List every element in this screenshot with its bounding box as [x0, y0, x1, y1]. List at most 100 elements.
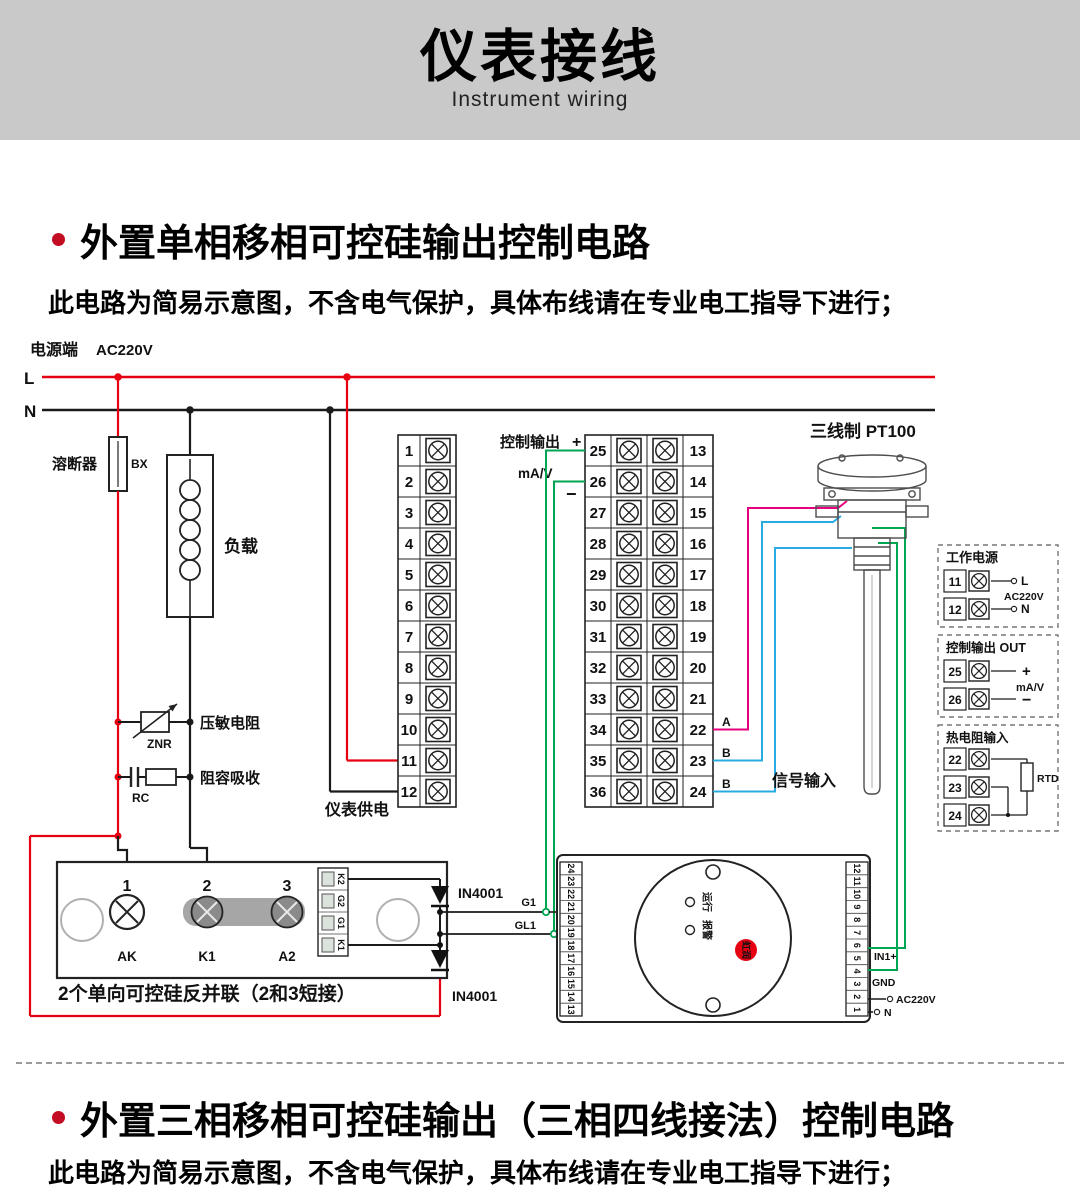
panel-n-label: N [1021, 602, 1030, 616]
terminal-number: 23 [690, 753, 707, 770]
brand-logo [735, 939, 757, 961]
screw-terminal-icon [617, 532, 641, 556]
wire-b1-label: B [722, 746, 731, 760]
terminal-number: 25 [948, 665, 962, 679]
panel-minus-label: − [1022, 692, 1031, 709]
scr-a2-label: A2 [278, 949, 295, 964]
screw-terminal-icon [969, 805, 989, 825]
gate-label: G2 [336, 895, 346, 907]
load-label: 负载 [224, 536, 258, 556]
rc-code: RC [132, 791, 150, 805]
terminal-number: 17 [690, 567, 707, 584]
terminal-reference-panel: 工作电源 11 12 L AC220V N 控制输出 OUT 25 26 + m… [937, 544, 1059, 832]
screw-terminal-icon [426, 470, 450, 494]
screw-terminal-icon [653, 563, 677, 587]
module-dial [634, 859, 792, 1017]
screw-terminal-icon [426, 439, 450, 463]
screw-terminal-icon [653, 470, 677, 494]
module-pin-number: 19 [566, 928, 576, 938]
power-voltage-label: AC220V [96, 342, 153, 359]
terminal-number: 11 [401, 753, 417, 770]
trigger-wires: G1 GL1 [515, 449, 585, 939]
module-body [556, 854, 871, 1023]
terminal-number: 30 [590, 598, 607, 615]
screw-terminal-icon [617, 563, 641, 587]
gate-terminal [321, 893, 335, 909]
gnd-label: GND [872, 977, 896, 989]
screw-terminal-icon [617, 470, 641, 494]
terminal-number: 19 [690, 629, 707, 646]
screw-terminal-icon [969, 777, 989, 797]
mount-hole [60, 898, 104, 942]
diode-chain: IN4001 IN4001 [348, 878, 551, 1004]
diode2-label: IN4001 [452, 988, 497, 1004]
terminal-number: 1 [405, 443, 413, 460]
page-title: 仪表接线 [420, 24, 660, 89]
terminal-number: 23 [948, 781, 962, 795]
screw-terminal-icon [969, 749, 989, 769]
module-n-label: N [884, 1007, 892, 1019]
fuse-branch: 溶断器 BX [52, 377, 148, 840]
module-pin-number: 21 [566, 902, 576, 912]
panel-ac-label: AC220V [1004, 591, 1044, 603]
screw-terminal-icon [969, 689, 989, 709]
rtd-label: RTD [1037, 773, 1059, 785]
control-out-box [937, 634, 1059, 718]
terminal-number: 9 [405, 691, 413, 708]
pt100-sensor: 三线制 PT100 [810, 421, 929, 795]
panel-l-label: L [1021, 574, 1028, 588]
terminal-number: 6 [405, 598, 413, 615]
mount-hole [376, 898, 420, 942]
scr-terminal-1-number: 1 [123, 878, 132, 895]
line-l-label: L [24, 369, 34, 388]
run-led [684, 896, 696, 908]
brand-label: 虹润 [741, 941, 752, 959]
terminal-number: 24 [690, 784, 707, 801]
terminal-number: 29 [590, 567, 607, 584]
screw-terminal-icon [969, 661, 989, 681]
module-pin-number: 5 [852, 956, 862, 961]
rc-snubber: 阻容吸收 RC [118, 767, 260, 805]
module-pin-number: 18 [566, 940, 576, 950]
resistor-symbol [145, 768, 177, 786]
module-pin-number: 9 [852, 904, 862, 909]
terminal-number: 35 [590, 753, 607, 770]
module-pin-number: 14 [566, 992, 576, 1002]
terminal-number: 8 [405, 660, 413, 677]
terminal-number: 22 [690, 722, 707, 739]
section1-title: 外置单相移相可控硅输出控制电路 [52, 212, 650, 267]
terminal-number: 15 [690, 505, 707, 522]
screw-terminal-icon [617, 749, 641, 773]
module-pin-number: 6 [852, 943, 862, 948]
wire-a-label: A [722, 715, 731, 729]
screw-terminal-icon [426, 563, 450, 587]
screw-terminal-icon [653, 439, 677, 463]
rtd-input-box [937, 724, 1059, 832]
terminal-number: 12 [948, 603, 962, 617]
module-pin-number: 16 [566, 966, 576, 976]
gl1-label: GL1 [515, 920, 536, 932]
load-branch: 负载 [166, 410, 258, 862]
scr-note: 2个单向可控硅反并联（2和3短接） [58, 982, 356, 1005]
terminal-number: 3 [405, 505, 413, 522]
working-power-box [937, 544, 1059, 628]
power-terminal-label: 电源端 [30, 340, 78, 359]
run-label: 运行 [701, 892, 714, 912]
terminal-number: 2 [405, 474, 413, 491]
terminal-number: 21 [690, 691, 707, 708]
varistor-label: 压敏电阻 [200, 714, 260, 732]
gate-label: K2 [336, 873, 346, 885]
terminal-number: 13 [690, 443, 707, 460]
screw-terminal-icon [617, 687, 641, 711]
wiring-diagram: 电源端 AC220V L N 溶断器 BX [24, 340, 1059, 1023]
scr-terminal-3-number: 3 [283, 878, 292, 895]
screw-terminal-icon [426, 594, 450, 618]
module-pin-number: 20 [566, 915, 576, 925]
screw-terminal-icon [653, 780, 677, 804]
screw-terminal-icon [426, 780, 450, 804]
varistor-code: ZNR [147, 737, 172, 751]
separator-dashed-line [16, 1062, 1064, 1064]
